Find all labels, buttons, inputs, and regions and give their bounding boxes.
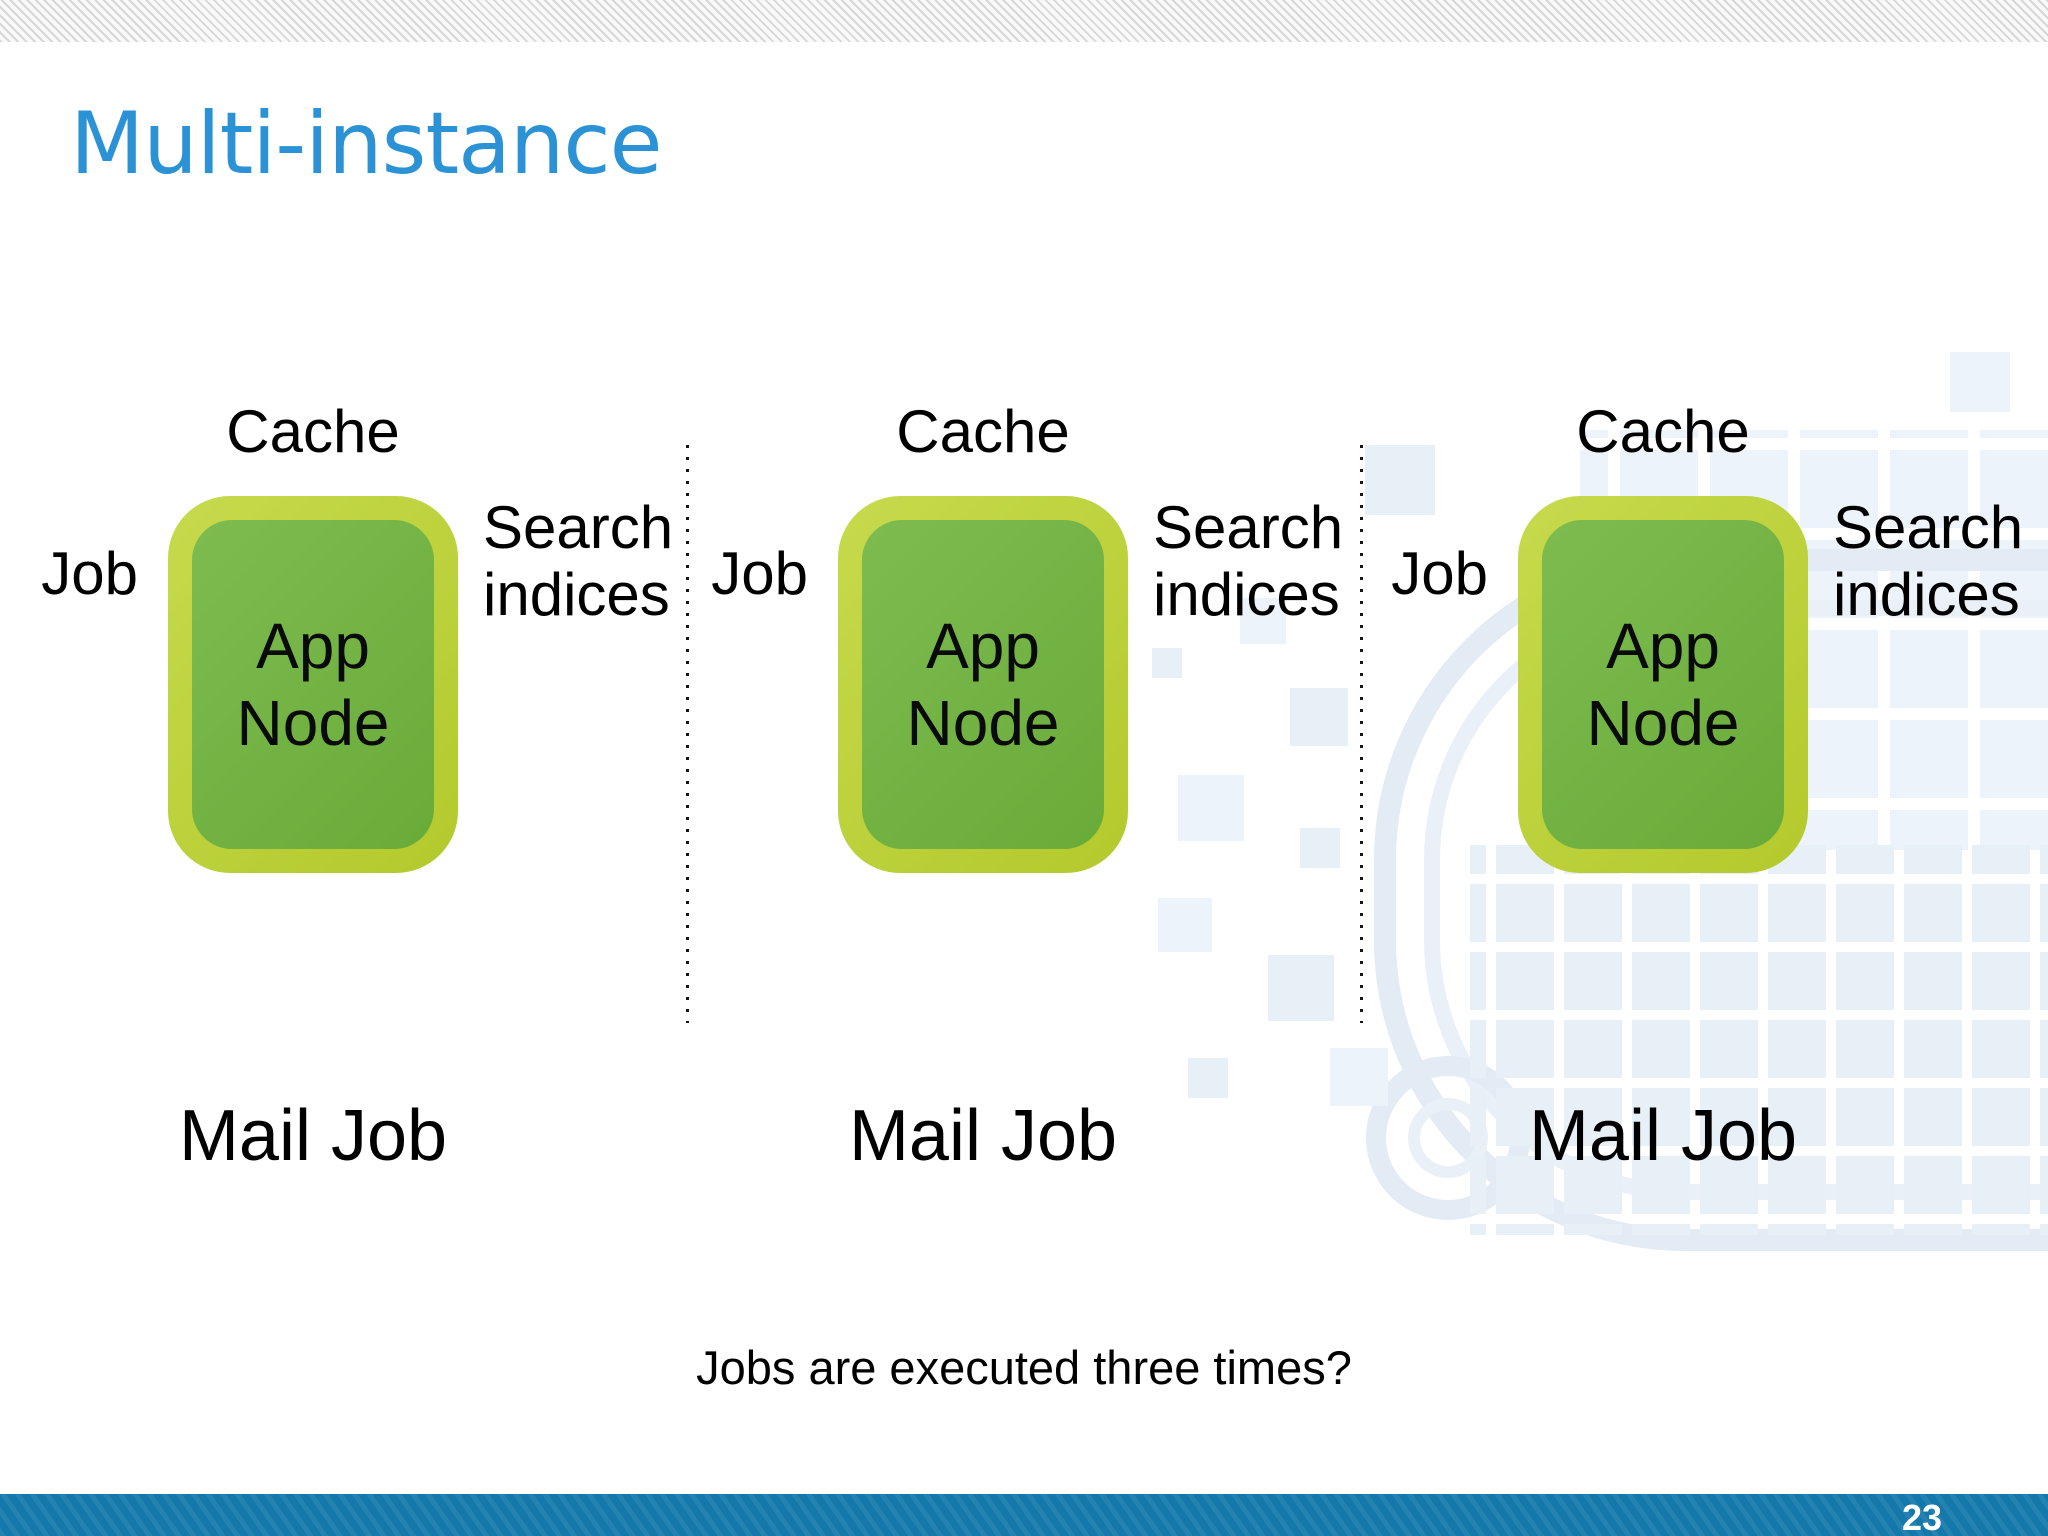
app-node-box: App Node (1518, 496, 1808, 873)
app-node-box: App Node (168, 496, 458, 873)
mail-job-label: Mail Job (178, 1096, 448, 1176)
app-node-inner: App Node (862, 520, 1104, 849)
footer-note: Jobs are executed three times? (696, 1341, 1352, 1394)
page-number: 23 (1901, 1497, 1942, 1536)
job-label: Job (41, 540, 138, 607)
cache-label: Cache (226, 398, 400, 465)
top-stripe-band (0, 0, 2048, 42)
mail-job-label: Mail Job (1528, 1096, 1798, 1176)
app-node-label: App Node (1586, 609, 1740, 759)
app-node-box: App Node (838, 496, 1128, 873)
app-node-inner: App Node (192, 520, 434, 849)
page-title: Multi-instance (70, 94, 663, 194)
cache-label: Cache (1576, 398, 1750, 465)
column-divider-2 (1360, 445, 1363, 1023)
app-node-inner: App Node (1542, 520, 1784, 849)
app-node-label: App Node (906, 609, 1060, 759)
column-divider-1 (686, 445, 689, 1023)
bottom-bar: 23 (0, 1494, 2048, 1536)
mail-job-label: Mail Job (848, 1096, 1118, 1176)
app-node-label: App Node (236, 609, 390, 759)
search-indices-label: Search indices (1153, 494, 1344, 629)
search-indices-label: Search indices (483, 494, 674, 629)
search-indices-label: Search indices (1833, 494, 2024, 629)
job-label: Job (711, 540, 808, 607)
cache-label: Cache (896, 398, 1070, 465)
job-label: Job (1391, 540, 1488, 607)
